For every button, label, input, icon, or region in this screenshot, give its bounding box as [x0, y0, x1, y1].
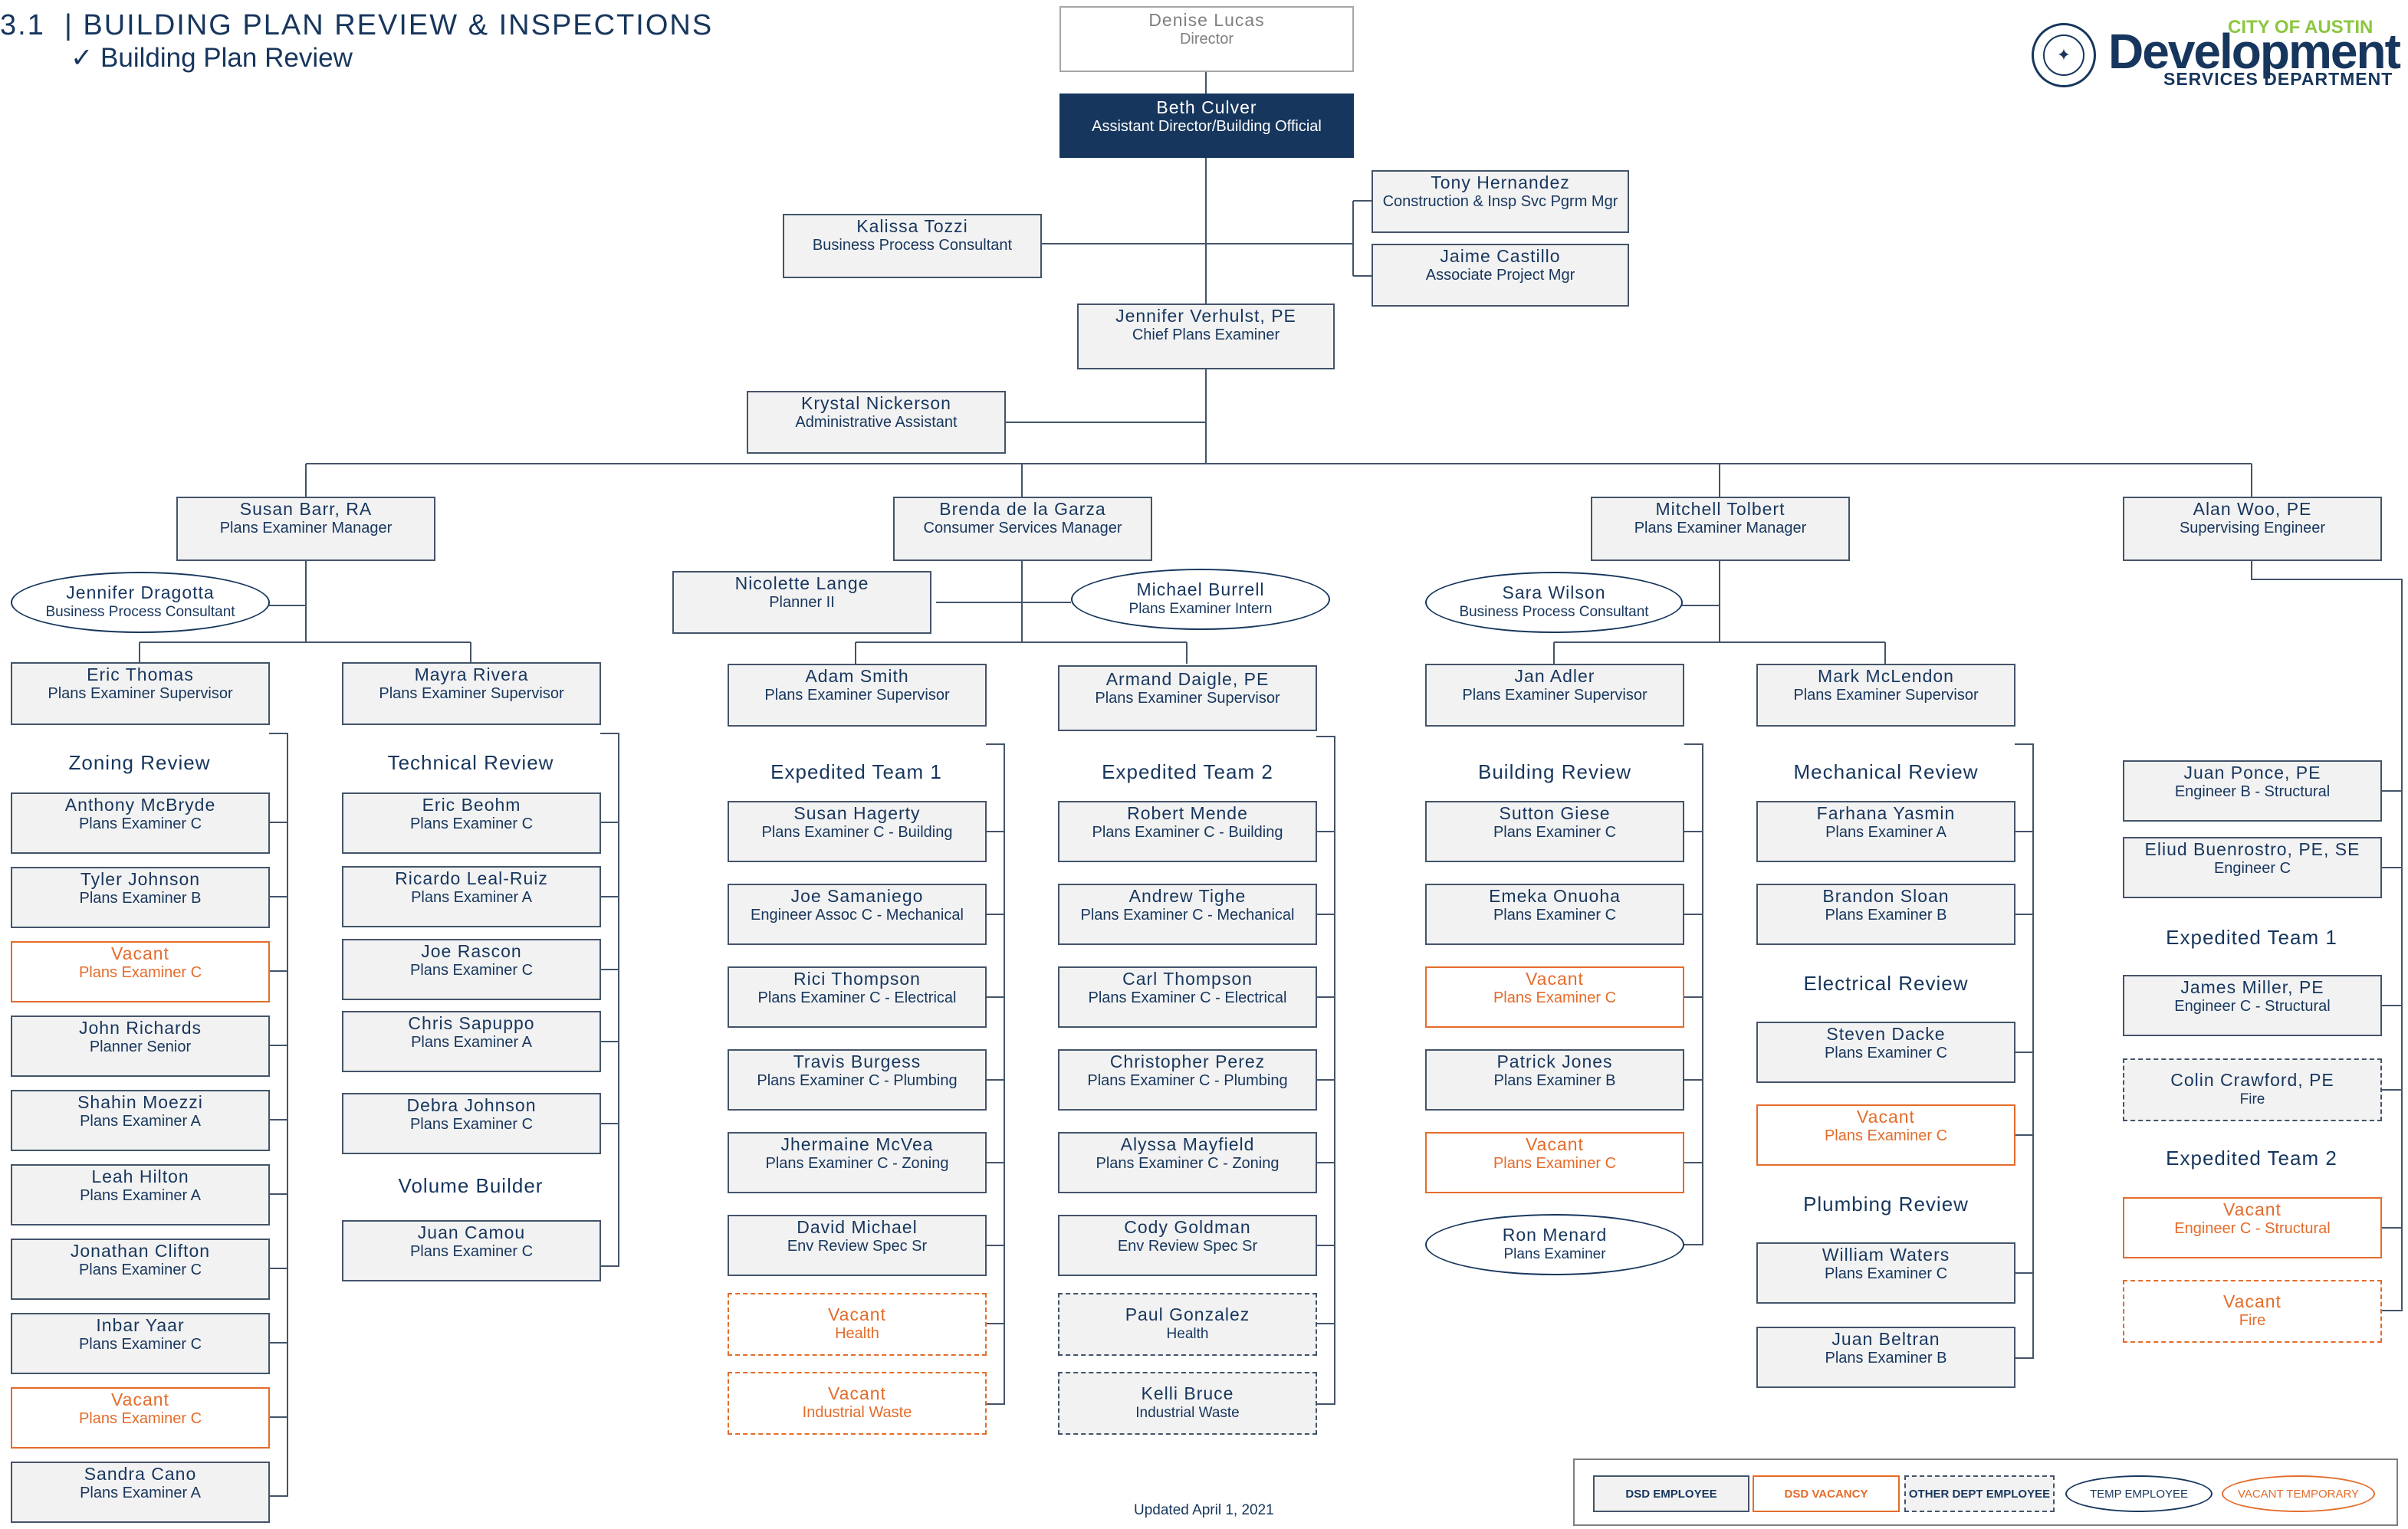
legend-temp-employee: TEMP EMPLOYEE — [2065, 1475, 2213, 1512]
section-label-exp1: Expedited Team 1 — [770, 760, 942, 783]
section-label-electrical: Electrical Review — [1803, 972, 1969, 995]
page-subtitle: ✓ Building Plan Review — [71, 43, 353, 73]
section-label-plumbing: Plumbing Review — [1803, 1193, 1969, 1216]
section-label-woo-exp2: Expedited Team 2 — [2166, 1147, 2337, 1170]
legend-vacant-temporary: VACANT TEMPORARY — [2222, 1475, 2375, 1512]
section-label-building: Building Review — [1478, 760, 1631, 783]
section-label-zoning: Zoning Review — [68, 751, 211, 774]
legend-dsd-vacancy: DSD VACANCY — [1753, 1475, 1900, 1512]
section-label-mechanical: Mechanical Review — [1793, 760, 1979, 783]
section-label-exp2: Expedited Team 2 — [1102, 760, 1273, 783]
city-seal-icon: ✦ — [2032, 23, 2096, 87]
section-label-woo-exp1: Expedited Team 1 — [2166, 926, 2337, 949]
section-label-technical: Technical Review — [387, 751, 554, 774]
dsd-logo: ✦ CITY OF AUSTIN Development SERVICES DE… — [2032, 17, 2401, 94]
legend-other-dept: OTHER DEPT EMPLOYEE — [1904, 1475, 2055, 1512]
legend: DSD EMPLOYEE DSD VACANCY OTHER DEPT EMPL… — [1573, 1458, 2398, 1526]
updated-date: Updated April 1, 2021 — [1134, 1502, 1274, 1518]
legend-dsd-employee: DSD EMPLOYEE — [1593, 1475, 1749, 1512]
page-title: 3.1 | BUILDING PLAN REVIEW & INSPECTIONS — [0, 9, 714, 41]
section-label-volume: Volume Builder — [398, 1174, 544, 1197]
